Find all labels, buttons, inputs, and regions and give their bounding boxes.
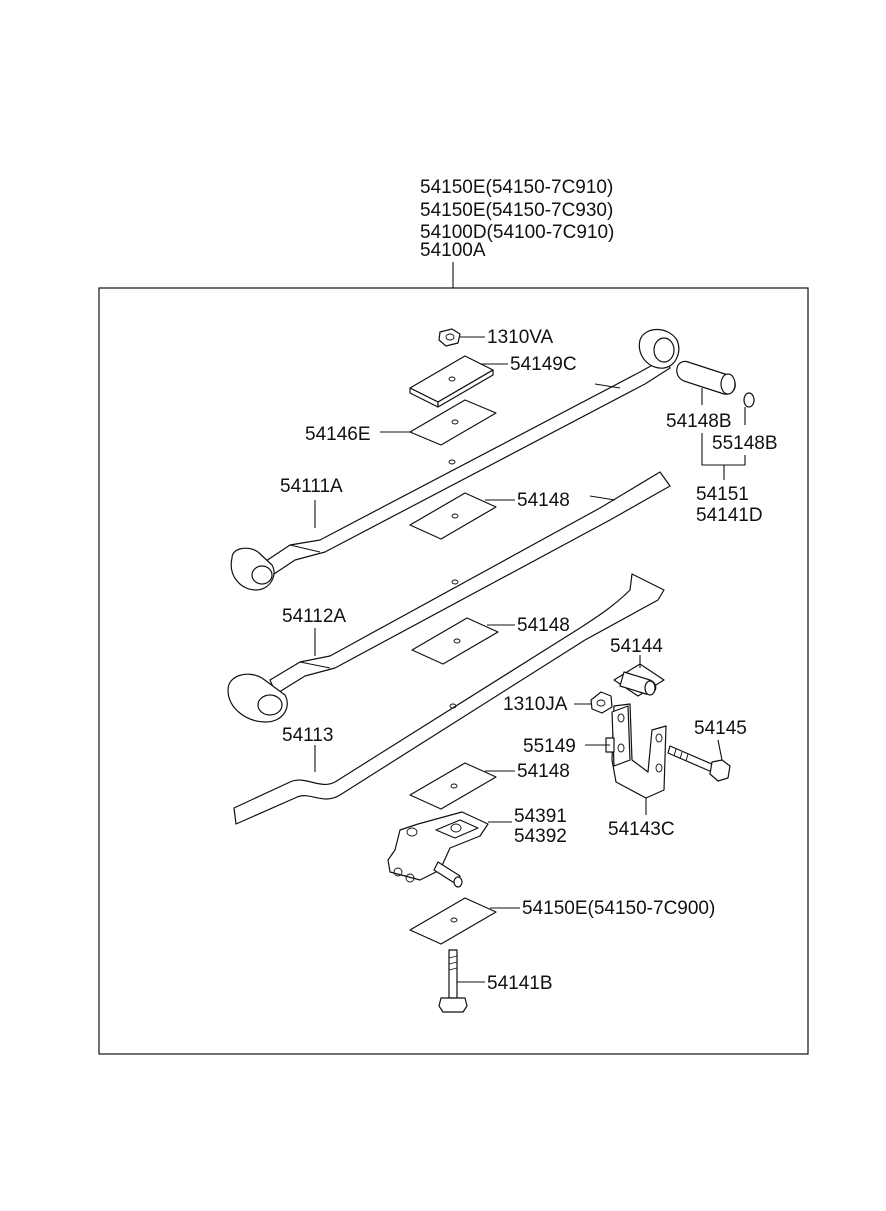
- label-54392: 54392: [514, 826, 567, 847]
- header-label-4: 54100A: [420, 240, 486, 261]
- leaf-second-icon: [227, 471, 671, 723]
- leaf-third-icon: [233, 573, 665, 825]
- nut-top-icon: [438, 328, 461, 347]
- label-54143c: 54143C: [608, 819, 675, 840]
- pad-lower-icon: [409, 762, 497, 810]
- label-55149: 55149: [523, 736, 576, 757]
- nut-shackle-icon: [590, 691, 613, 714]
- label-54145: 54145: [694, 718, 747, 739]
- shackle-icon: [605, 703, 667, 799]
- label-54148b: 54148B: [666, 411, 732, 432]
- label-55148b: 55148B: [712, 433, 778, 454]
- spring-seat-icon: [387, 811, 489, 888]
- label-54148-c: 54148: [517, 761, 570, 782]
- header-label-1: 54150E(54150-7C910): [420, 177, 613, 198]
- label-54113: 54113: [282, 725, 333, 746]
- pad-leaf-1-icon: [409, 492, 497, 540]
- shackle-pin-icon: [613, 663, 665, 697]
- pad-leaf-2-icon: [411, 617, 499, 665]
- label-54146e: 54146E: [305, 424, 371, 445]
- label-54141b: 54141B: [487, 973, 553, 994]
- pad-upper-icon: [409, 355, 494, 408]
- label-54111a: 54111A: [280, 476, 343, 497]
- bushing-icon: [676, 360, 736, 395]
- ring-icon: [743, 392, 755, 408]
- header-label-2: 54150E(54150-7C930): [420, 200, 613, 221]
- label-54141d: 54141D: [696, 505, 763, 526]
- center-bolt-icon: [438, 949, 468, 1013]
- label-54148-b: 54148: [517, 615, 570, 636]
- label-54150e-7c900: 54150E(54150-7C900): [522, 898, 715, 919]
- header-label-3: 54100D(54100-7C910): [420, 222, 614, 243]
- label-54151: 54151: [696, 484, 749, 505]
- label-54112a: 54112A: [282, 606, 346, 627]
- shackle-bolt-icon: [667, 745, 731, 782]
- label-1310va: 1310VA: [487, 327, 554, 348]
- plate-upper-icon: [409, 399, 497, 446]
- pad-bottom-icon: [409, 897, 497, 945]
- label-54149c: 54149C: [510, 354, 577, 375]
- assembly-frame: [98, 287, 809, 1055]
- label-54144: 54144: [610, 636, 663, 657]
- label-54391: 54391: [514, 806, 567, 827]
- leaf-main-icon: [230, 328, 680, 591]
- label-54148-a: 54148: [517, 490, 570, 511]
- label-1310ja: 1310JA: [503, 694, 568, 715]
